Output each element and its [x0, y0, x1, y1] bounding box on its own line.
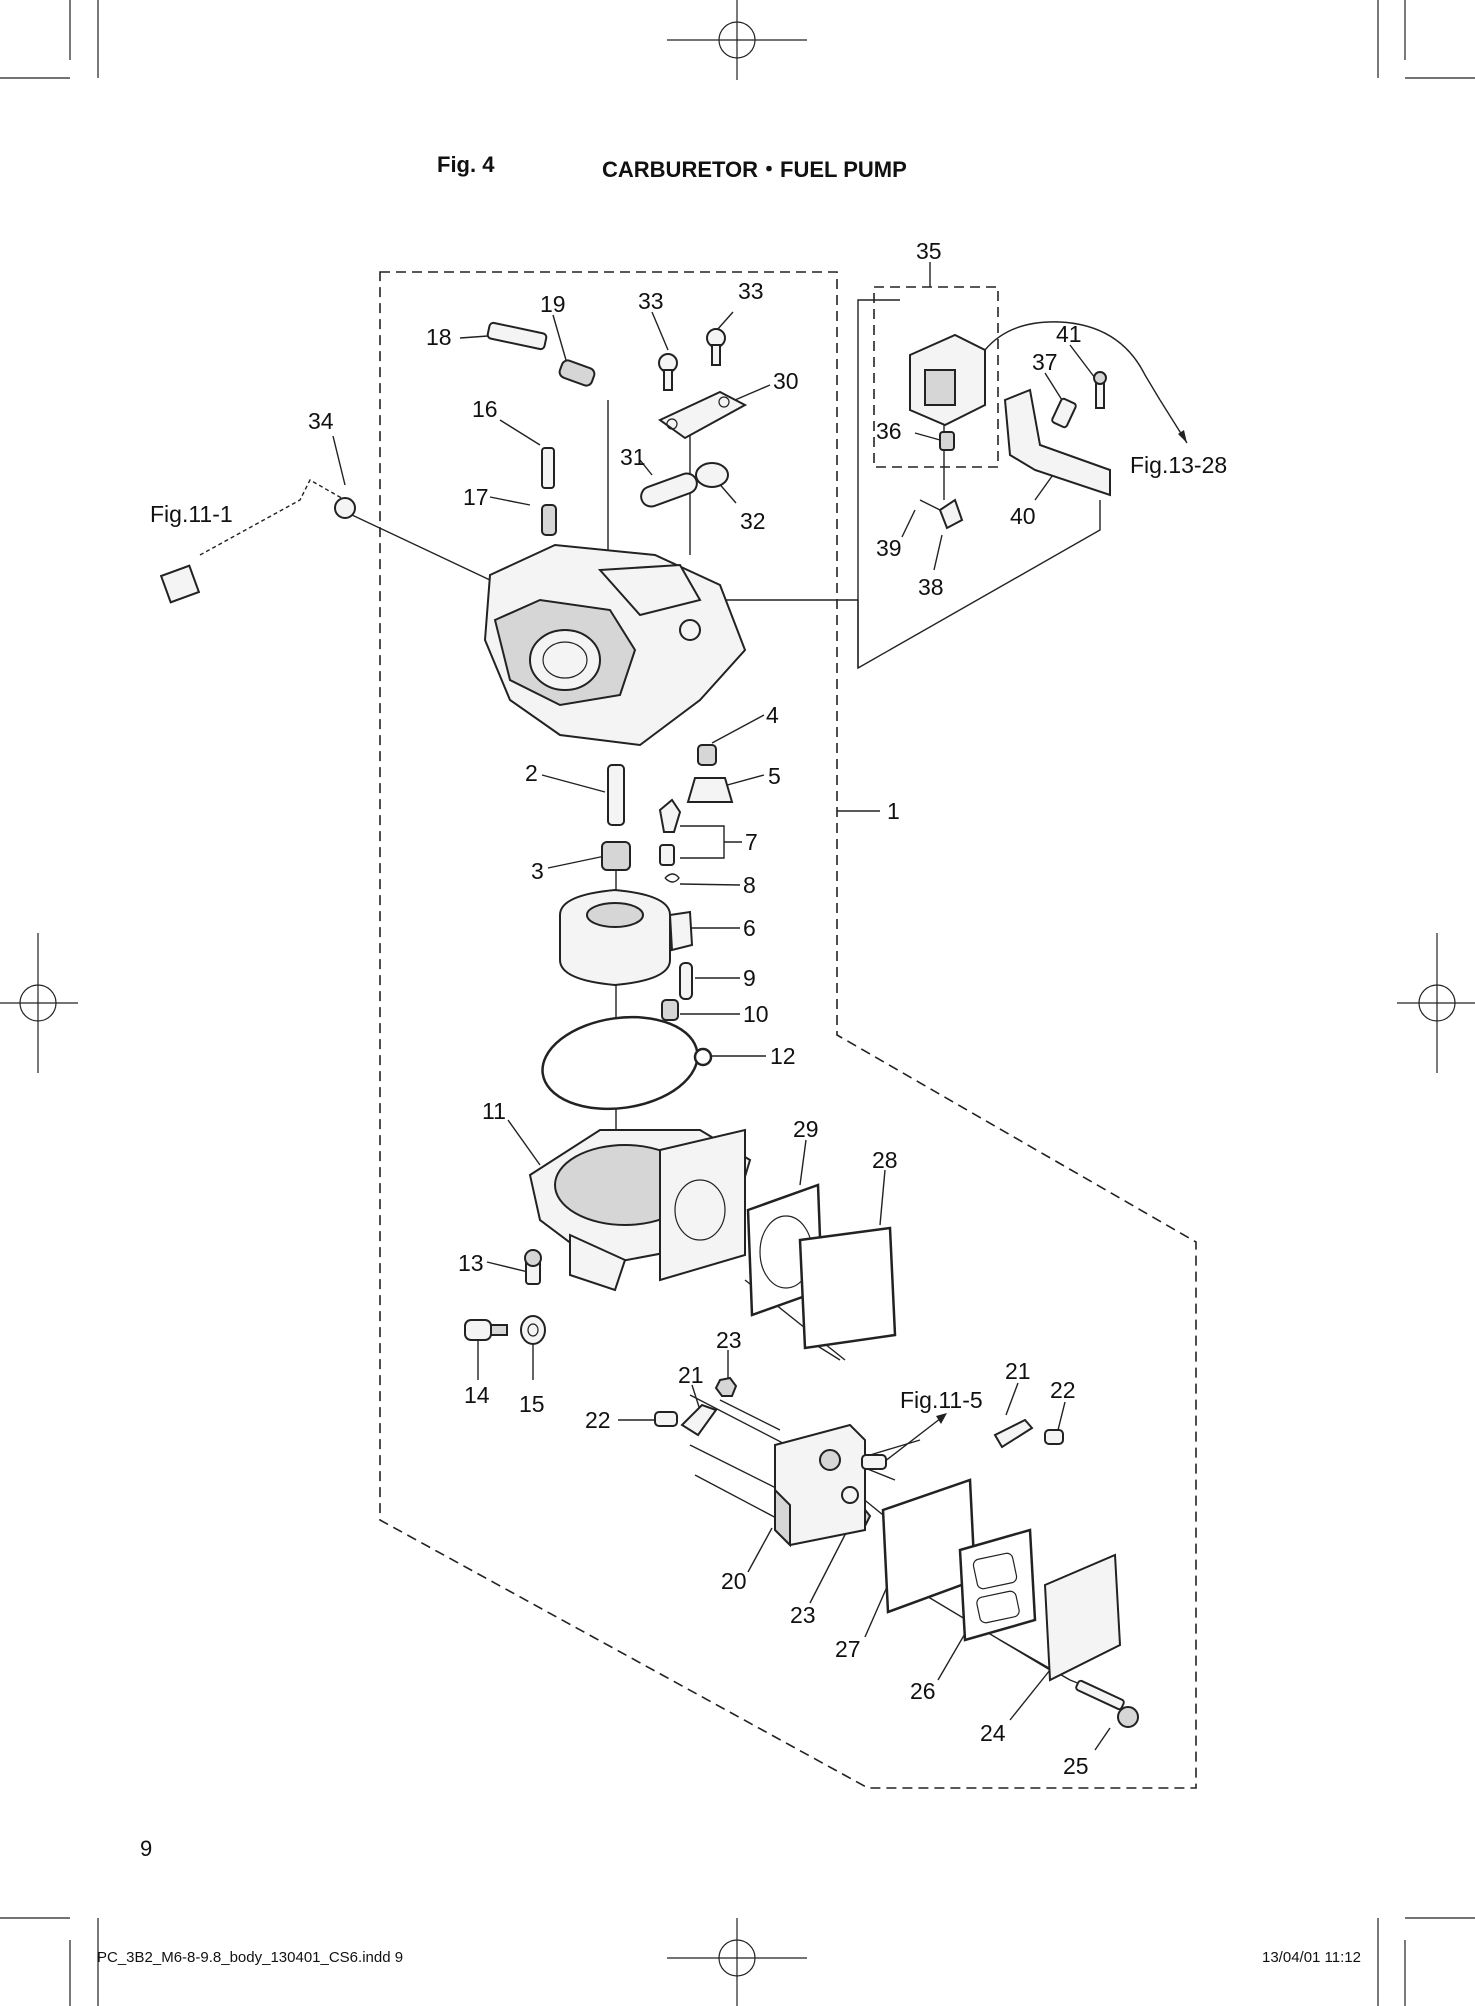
- reference-fig11-1: Fig.11-1: [150, 501, 233, 527]
- print-slug-timestamp: 13/04/01 11:12: [1262, 1949, 1361, 1966]
- callout-41: 41: [1056, 321, 1082, 347]
- idle-screw-part: [486, 321, 548, 351]
- callout-34: 34: [308, 408, 334, 434]
- drain-screw-part: [524, 1249, 542, 1285]
- callout-9: 9: [743, 965, 756, 991]
- page-number: 9: [140, 1836, 153, 1861]
- callout-39: 39: [876, 535, 902, 561]
- solenoid-group-boundary: [873, 286, 999, 468]
- callout-40: 40: [1010, 503, 1036, 529]
- callout-33a: 33: [638, 288, 664, 314]
- callout-26: 26: [910, 1678, 936, 1704]
- registration-mark-bottom: [667, 1918, 807, 2006]
- pump-bolt-part: [1075, 1679, 1139, 1728]
- callout-30: 30: [773, 368, 799, 394]
- arrow-fig11-5: [879, 1413, 947, 1466]
- callout-14: 14: [464, 1382, 490, 1408]
- callout-38: 38: [918, 574, 944, 600]
- clip-part: [664, 873, 680, 883]
- cap-part: [695, 462, 729, 488]
- float-chamber-part: [528, 1128, 752, 1292]
- callout-27: 27: [835, 1636, 861, 1662]
- needle-valve-part: [658, 798, 682, 866]
- main-jet-parts: [601, 764, 631, 871]
- print-slug-filename: PC_3B2_M6-8-9.8_body_130401_CS6.indd 9: [97, 1949, 404, 1966]
- callout-2: 2: [525, 760, 538, 786]
- callout-22b: 22: [585, 1407, 611, 1433]
- arrow-fig13-28: [1159, 399, 1188, 444]
- callout-33b: 33: [738, 278, 764, 304]
- callout-11: 11: [482, 1098, 506, 1124]
- pump-diaphragm-28-part: [798, 1226, 897, 1350]
- cover-plate-part: [658, 390, 748, 440]
- callout-29: 29: [793, 1116, 819, 1142]
- callout-32: 32: [740, 508, 766, 534]
- callout-20: 20: [721, 1568, 747, 1594]
- callout-21a: 21: [678, 1362, 704, 1388]
- leader-lines: [332, 262, 1121, 1751]
- callout-36: 36: [876, 418, 902, 444]
- callout-25: 25: [1063, 1753, 1089, 1779]
- callout-19: 19: [540, 291, 566, 317]
- callout-15: 15: [519, 1391, 545, 1417]
- callout-23b: 23: [790, 1602, 816, 1628]
- reference-fig13-28: Fig.13-28: [1130, 452, 1228, 478]
- callout-21b: 21: [1005, 1358, 1031, 1384]
- callout-12: 12: [770, 1043, 796, 1069]
- callout-8: 8: [743, 872, 756, 898]
- callout-13: 13: [458, 1250, 484, 1276]
- pad-part: [640, 472, 698, 508]
- pump-gasket-26-part: [958, 1528, 1037, 1642]
- choke-knob-part: [159, 479, 356, 604]
- pilot-screw-parts: [541, 447, 557, 536]
- drain-plug-parts: [464, 1315, 546, 1345]
- registration-mark-top: [667, 0, 807, 80]
- callout-3: 3: [531, 858, 544, 884]
- callout-31: 31: [620, 444, 646, 470]
- callout-6: 6: [743, 915, 756, 941]
- callout-7: 7: [745, 829, 758, 855]
- figure-number: Fig. 4: [437, 152, 495, 177]
- float-pin-part: [679, 962, 693, 1000]
- needle-valve-seat-parts: [686, 744, 734, 803]
- callout-18: 18: [426, 324, 452, 350]
- solenoid-parts: [909, 321, 1161, 530]
- float-part: [559, 888, 694, 987]
- fuel-pump-body-part: [774, 1423, 887, 1548]
- callout-35: 35: [916, 238, 942, 264]
- callout-37: 37: [1032, 349, 1058, 375]
- registration-mark-right: [1397, 933, 1475, 1073]
- callout-16: 16: [472, 396, 498, 422]
- callout-4: 4: [766, 702, 779, 728]
- figure-title: CARBURETOR・FUEL PUMP: [602, 157, 907, 182]
- solenoid-bracket-parts: [1003, 371, 1111, 497]
- screw-33-parts: [658, 328, 726, 391]
- callout-10: 10: [743, 1001, 769, 1027]
- spring-part: [558, 359, 596, 387]
- callout-22a: 22: [1050, 1377, 1076, 1403]
- float-chamber-gasket-part: [541, 1015, 713, 1111]
- callout-5: 5: [768, 763, 781, 789]
- reference-fig11-5: Fig.11-5: [900, 1387, 983, 1413]
- assembly-boundary: [379, 271, 1197, 1789]
- callout-24: 24: [980, 1720, 1006, 1746]
- callout-1: 1: [887, 798, 900, 824]
- float-pin-screw-part: [661, 999, 679, 1021]
- callout-23a: 23: [716, 1327, 742, 1353]
- pump-cover-24-part: [1043, 1553, 1122, 1682]
- registration-mark-left: [0, 933, 78, 1073]
- carburetor-body-part: [483, 543, 747, 747]
- callout-17: 17: [463, 484, 489, 510]
- callout-28: 28: [872, 1147, 898, 1173]
